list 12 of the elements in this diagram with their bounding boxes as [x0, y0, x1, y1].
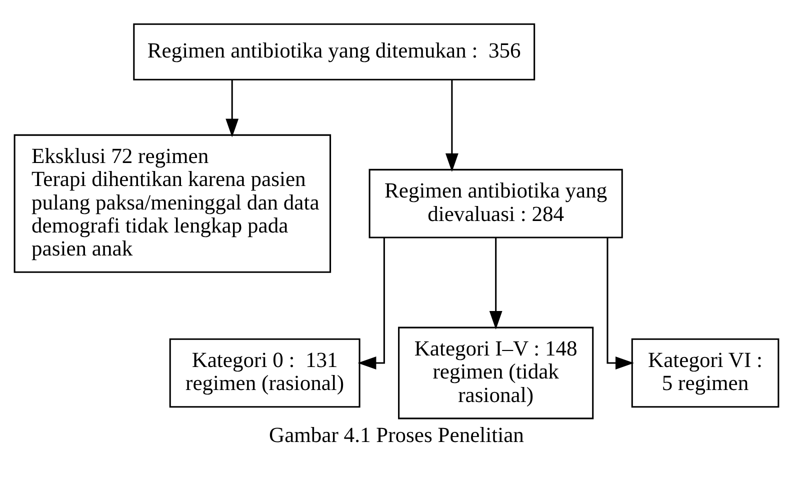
arrow: [445, 80, 458, 172]
arrow: [226, 80, 239, 138]
arrow: [358, 238, 385, 370]
caption: Gambar 4.1 Proses Penelitian: [269, 422, 524, 447]
node-box: Regimen antibiotika yang dievaluasi : 284: [368, 168, 623, 238]
arrow: [489, 238, 502, 330]
arrow: [606, 238, 634, 370]
node-box: Kategori I–V : 148 regimen (tidak rasional): [398, 326, 594, 420]
node-box: Kategori VI : 5 regimen: [631, 338, 780, 408]
node-box: Regimen antibiotika yang ditemukan : 356: [133, 23, 536, 80]
node-box: Eksklusi 72 regimen Terapi dihentikan karena pasien pulang paksa/meninggal dan data demografi tidak lengkap pada pasien anak: [14, 134, 332, 273]
node-box: Kategori 0 : 131 regimen (rasional): [169, 338, 360, 408]
